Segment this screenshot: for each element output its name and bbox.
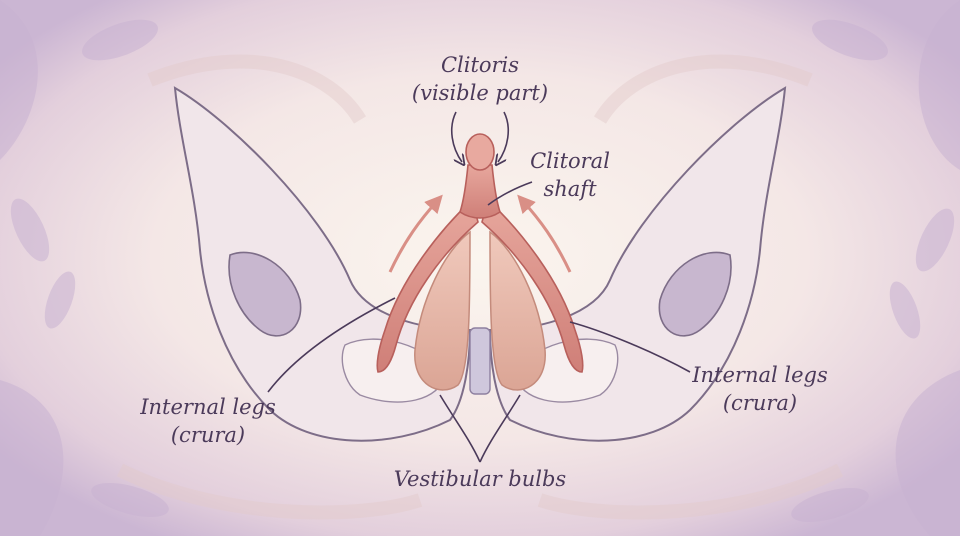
shaft-leader [487, 181, 533, 206]
label-internal-legs-right: Internal legs [691, 363, 828, 387]
bulbs-leader-right [479, 394, 521, 463]
glans-arrow-left [450, 111, 462, 162]
clitoral-glans [465, 133, 495, 171]
left-crura-leader [267, 297, 396, 393]
right-pink-arrow [517, 194, 572, 273]
pubic-symphysis [469, 327, 491, 395]
label-crura-right: (crura) [723, 391, 797, 415]
left-pink-arrow [388, 194, 443, 273]
pelvic-bone-left [173, 86, 472, 442]
label-clitoral: Clitoral [530, 149, 610, 173]
label-vestibular-bulbs: Vestibular bulbs [394, 467, 567, 491]
clitoral-shaft [459, 164, 501, 219]
label-internal-legs-left: Internal legs [139, 395, 276, 419]
label-crura-left: (crura) [171, 423, 245, 447]
pelvic-bone-right [488, 86, 787, 442]
decorative-swirls [116, 54, 844, 520]
glans-arrow-right [498, 111, 510, 162]
label-clitoris: Clitoris [441, 53, 519, 77]
bulbs-leader-left [439, 394, 481, 463]
vestibular-bulbs [414, 230, 546, 391]
label-visible-part: (visible part) [412, 81, 548, 105]
label-shaft: shaft [543, 177, 597, 201]
right-crura-leader [569, 321, 691, 373]
clitoral-crura [376, 198, 584, 373]
